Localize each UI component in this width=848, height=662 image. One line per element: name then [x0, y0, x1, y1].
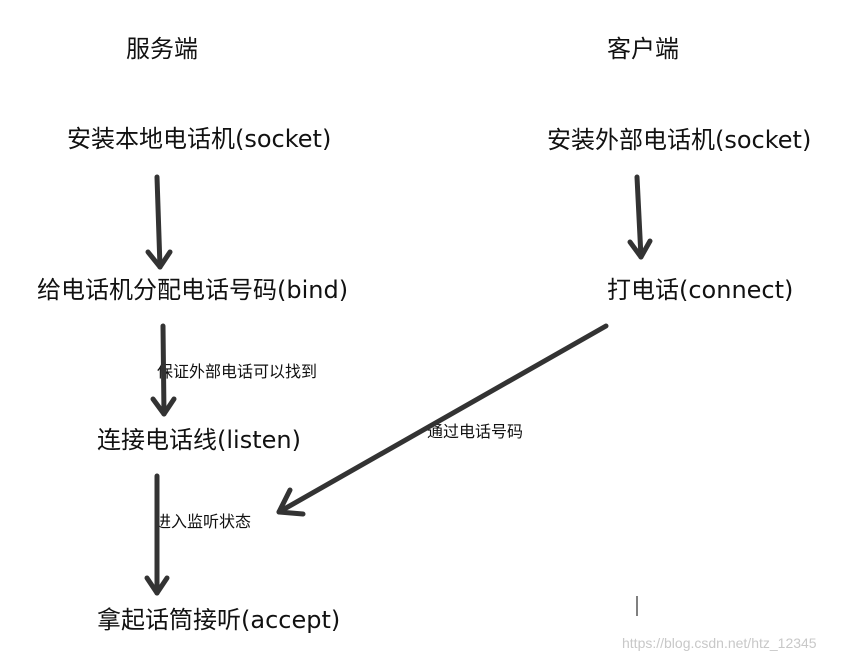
arrow-listen-to-accept: [144, 473, 170, 596]
server-bind-step: 给电话机分配电话号码(bind): [37, 276, 349, 304]
watermark: https://blog.csdn.net/htz_12345: [622, 635, 817, 651]
server-listen-step: 连接电话线(listen): [97, 426, 301, 454]
client-socket-step: 安装外部电话机(socket): [547, 126, 812, 154]
client-connect-step: 打电话(connect): [607, 276, 794, 304]
arrow-bind-to-listen: [150, 323, 177, 417]
arrow-socket-to-bind: [145, 174, 173, 270]
server-accept-step: 拿起话筒接听(accept): [97, 606, 341, 634]
connect-note: 通过电话号码: [427, 422, 524, 441]
listen-note: 进入监听状态: [155, 512, 252, 531]
arrow-client-socket-to-connect: [627, 174, 653, 260]
server-socket-step: 安装本地电话机(socket): [67, 125, 332, 153]
client-header: 客户端: [607, 35, 679, 63]
arrow-connect-to-listen: [276, 323, 609, 517]
bind-note: 保证外部电话可以找到: [157, 362, 318, 381]
server-header: 服务端: [126, 35, 198, 63]
